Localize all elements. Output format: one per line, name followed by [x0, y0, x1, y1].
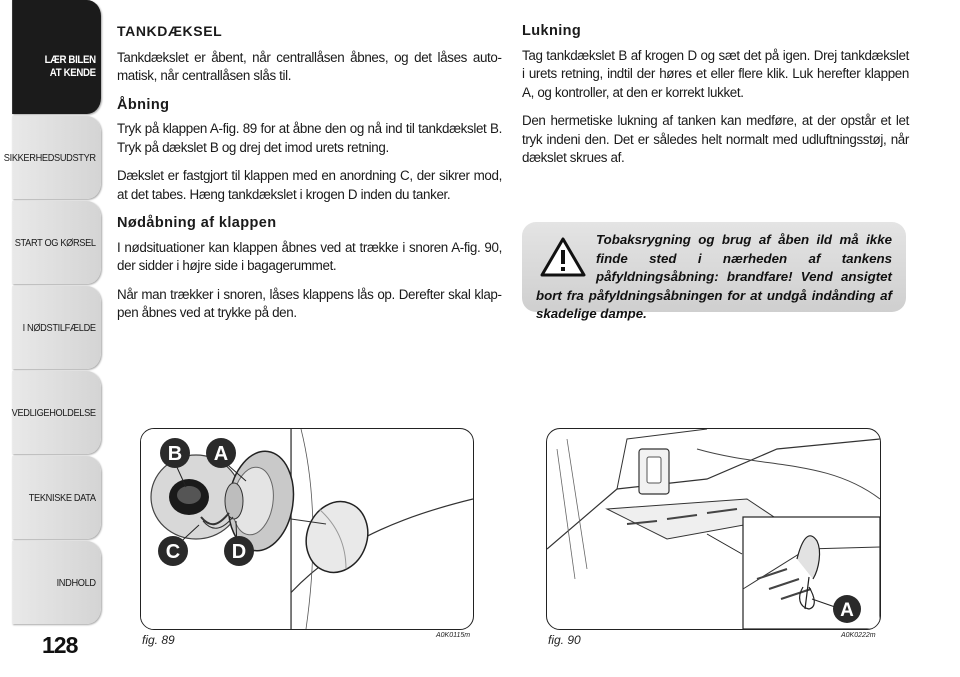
section-title: TANKDÆKSEL [117, 23, 223, 39]
tab-label: SIKKERHEDSUDSTYR [3, 151, 96, 164]
callout-c: C [158, 536, 188, 566]
emergency-heading: Nødåbning af klappen [117, 215, 277, 231]
tab-i-nodstilfaelde[interactable]: I NØDSTILFÆLDE [12, 286, 101, 369]
tab-label: I NØDSTILFÆLDE [22, 321, 96, 334]
opening-paragraph-2: Dækslet er fastgjort til klappen med en … [117, 168, 502, 202]
tab-indhold[interactable]: INDHOLD [12, 541, 101, 624]
tab-sikkerhedsudstyr[interactable]: SIKKERHEDSUDSTYR [4, 116, 101, 199]
emergency-release-illustration: A [547, 429, 880, 629]
fuel-flap-illustration: B A C D [141, 429, 473, 629]
tab-label-line1: LÆR BILEN [44, 54, 97, 66]
callout-d-label: D [232, 541, 246, 563]
left-column: TANKDÆKSEL Tankdækslet er åbent, når cen… [117, 22, 502, 333]
callout-d: D [224, 536, 254, 566]
callout-a: A [206, 438, 236, 468]
opening-paragraph-1: Tryk på klappen A-fig. 89 for at åbne de… [117, 121, 502, 155]
tab-tekniske-data[interactable]: TEKNISKE DATA [12, 456, 101, 539]
warning-text: Tobaksrygning og brug af åben ild må ikk… [536, 232, 892, 321]
figure-89-code: A0K0115m [436, 632, 471, 639]
figure-90-label: fig. 90 [548, 633, 581, 647]
callout-a-fig90-label: A [840, 600, 854, 621]
closing-paragraph-2: Den hermetiske lukning af tanken kan med… [522, 113, 909, 165]
tab-label-line2: AT KENDE [49, 67, 96, 79]
opening-heading: Åbning [117, 96, 170, 113]
tab-start-og-korsel[interactable]: START OG KØRSEL [12, 201, 101, 284]
callout-a-label: A [214, 443, 228, 465]
tab-label: TEKNISKE DATA [28, 491, 96, 504]
page-number: 128 [42, 632, 78, 658]
right-column: Lukning Tag tankdækslet B af krogen D og… [522, 22, 909, 178]
callout-b-label: B [168, 443, 182, 465]
tab-laer-bilen-at-kende[interactable]: LÆR BILEN AT KENDE [12, 0, 101, 114]
tab-label: VEDLIGEHOLDELSE [11, 406, 96, 419]
figure-90: A [546, 428, 881, 630]
callout-b: B [160, 438, 190, 468]
figure-89-label: fig. 89 [142, 633, 175, 647]
warning-box: Tobaksrygning og brug af åben ild må ikk… [522, 222, 906, 321]
closing-paragraph-1: Tag tankdækslet B af krogen D og sæt det… [522, 47, 909, 100]
tab-label: START OG KØRSEL [14, 236, 96, 249]
tab-vedligeholdelse[interactable]: VEDLIGEHOLDELSE [12, 371, 101, 454]
chapter-sidebar: LÆR BILEN AT KENDE SIKKERHEDSUDSTYR STAR… [0, 0, 103, 630]
warning-triangle-icon [540, 237, 586, 277]
callout-a-fig90: A [833, 595, 861, 623]
closing-heading: Lukning [522, 23, 582, 39]
emergency-paragraph-1: I nødsituationer kan klappen åbnes ved a… [117, 239, 502, 274]
tab-label: INDHOLD [56, 576, 96, 589]
intro-paragraph: Tankdækslet er åbent, når centrallåsen å… [117, 49, 502, 84]
figure-89: B A C D [140, 428, 474, 630]
callout-c-label: C [166, 541, 180, 563]
emergency-paragraph-2: Når man trækker i snoren, låses klappens… [117, 286, 502, 321]
figure-90-code: A0K0222m [841, 632, 876, 639]
